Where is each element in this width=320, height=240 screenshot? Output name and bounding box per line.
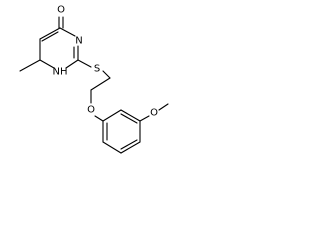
bond-ar3-ar4	[120, 141, 141, 154]
bond-c6-methyl	[19, 59, 41, 72]
bond-ar5-ar6	[120, 109, 141, 122]
atom-o-ether: O	[87, 105, 95, 116]
bond-n3-c4	[59, 27, 76, 37]
atom-s: S	[94, 64, 100, 75]
atom-n3: N	[75, 36, 82, 47]
bond-c2-s	[77, 59, 92, 68]
bond-o-ether-aryl	[94, 115, 104, 122]
bond-ar5-ar6-double	[120, 113, 138, 124]
bond-o-methoxy-ch3	[158, 103, 169, 111]
bond-c4-c5-double	[41, 31, 59, 42]
bond-ch2-ch2	[90, 77, 111, 91]
atom-labels: O N NH S O O	[53, 5, 159, 119]
bond-ar3-ar4-double	[120, 139, 138, 150]
bond-c4-c5	[39, 27, 61, 40]
bond-s-ch2	[102, 70, 111, 79]
atom-o-keto: O	[57, 5, 65, 16]
bond-ar2-ar3	[102, 141, 122, 154]
bond-ar5-o-methoxy	[139, 115, 150, 122]
bond-c6-n1	[39, 59, 55, 69]
atom-o-methoxy: O	[150, 108, 158, 119]
bond-n1-c2	[65, 59, 79, 69]
bonds	[19, 16, 169, 154]
bond-ar6-ar1	[102, 109, 122, 122]
molecule-structure: O N NH S O O	[19, 5, 169, 154]
atom-n1h: NH	[53, 67, 68, 78]
